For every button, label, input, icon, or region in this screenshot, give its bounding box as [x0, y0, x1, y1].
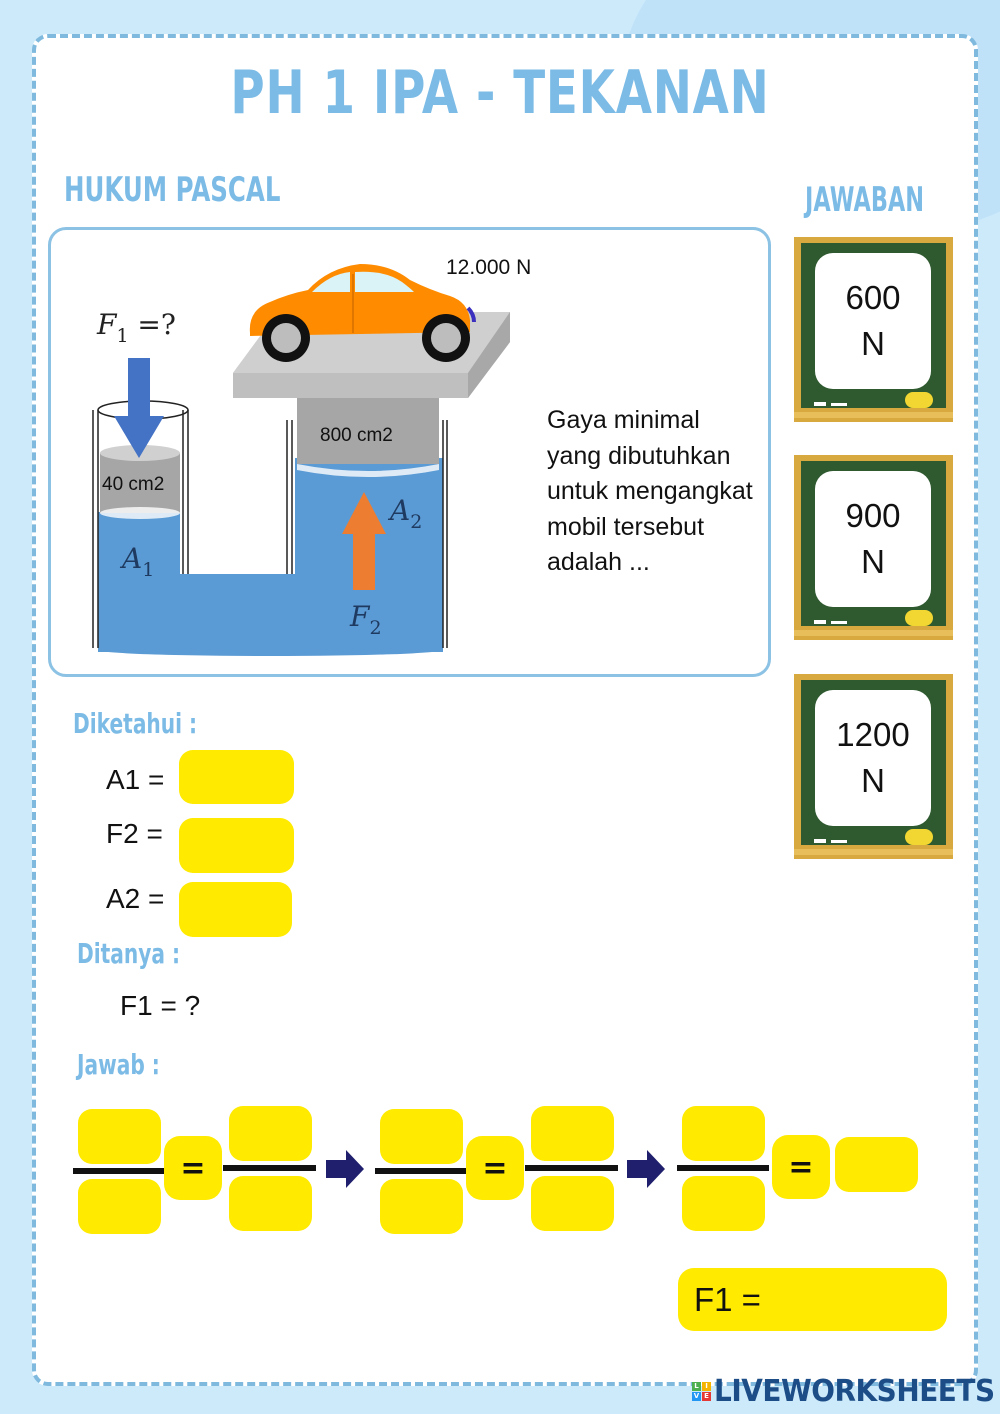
- large-piston-area-label: 800 cm2: [320, 425, 393, 446]
- input-f2[interactable]: [179, 818, 294, 873]
- chalk-icon: [814, 620, 826, 624]
- known-label-a2: A2 =: [106, 883, 165, 914]
- car-weight-label: 12.000 N: [446, 256, 532, 279]
- small-piston: [100, 445, 180, 519]
- answers-heading: JAWABAN: [805, 180, 925, 220]
- car-icon: [249, 264, 476, 362]
- chalk-icon: [831, 403, 847, 406]
- fraction5-denominator-input[interactable]: [682, 1176, 765, 1231]
- chalk-icon: [831, 840, 847, 843]
- eraser-icon: [905, 610, 933, 626]
- known-label-a1: A1 =: [106, 764, 165, 795]
- fraction-bar: [73, 1168, 166, 1174]
- chalkboard-ledge: [794, 630, 953, 636]
- right-arrow-icon: [326, 1150, 364, 1188]
- answer-value: 900: [845, 497, 901, 534]
- fraction1-numerator-input[interactable]: [78, 1109, 161, 1164]
- eraser-icon: [905, 392, 933, 408]
- answer-unit: N: [861, 325, 885, 362]
- fraction5-numerator-input[interactable]: [682, 1106, 765, 1161]
- fraction3-denominator-input[interactable]: [380, 1179, 463, 1234]
- chalkboard-ledge: [794, 412, 953, 418]
- liveworksheets-logo-icon: L I V E: [692, 1382, 711, 1401]
- equals-sign: =: [164, 1136, 222, 1200]
- fraction2-denominator-input[interactable]: [229, 1176, 312, 1231]
- fraction-bar: [375, 1168, 468, 1174]
- final-value-input[interactable]: [835, 1137, 918, 1192]
- small-piston-area-label: 40 cm2: [102, 474, 164, 495]
- right-arrow-icon: [627, 1150, 665, 1188]
- known-label-f2: F2 =: [106, 818, 163, 849]
- fraction-bar: [525, 1165, 618, 1171]
- liveworksheets-brand: L I V E LIVEWORKSHEETS: [692, 1374, 1000, 1409]
- fraction-bar: [223, 1165, 316, 1171]
- up-arrow-icon: [342, 492, 386, 590]
- answer-value: 600: [845, 279, 901, 316]
- a1-label: A1: [119, 542, 154, 581]
- large-piston: [297, 396, 439, 477]
- hydraulic-press-diagram: 40 cm2 800 cm2 F1 =? A1 A2 F2: [92, 264, 510, 656]
- input-a1[interactable]: [179, 750, 294, 804]
- f2-label: F2: [349, 600, 382, 639]
- logo-letter: L: [692, 1382, 701, 1391]
- logo-letter: E: [702, 1392, 711, 1401]
- f1-label: F1 =?: [96, 308, 176, 347]
- fraction4-denominator-input[interactable]: [531, 1176, 614, 1231]
- eraser-icon: [905, 829, 933, 845]
- equals-sign: =: [772, 1135, 830, 1199]
- chalk-icon: [814, 402, 826, 406]
- known-heading: Diketahui :: [73, 707, 198, 740]
- section-heading: HUKUM PASCAL: [64, 170, 281, 210]
- down-arrow-icon: [114, 358, 164, 458]
- logo-letter: V: [692, 1392, 701, 1401]
- fraction1-denominator-input[interactable]: [78, 1179, 161, 1234]
- equals-sign: =: [466, 1136, 524, 1200]
- fraction-bar: [677, 1165, 769, 1171]
- a2-label: A2: [387, 494, 422, 533]
- logo-letter: I: [702, 1382, 711, 1391]
- asked-heading: Ditanya :: [77, 937, 181, 970]
- answer-value: 1200: [836, 716, 910, 753]
- answer-unit: N: [861, 762, 885, 799]
- page-title: PH 1 IPA - TEKANAN: [230, 58, 770, 128]
- f1-result-input[interactable]: F1 =: [678, 1268, 947, 1331]
- asked-text: F1 = ?: [120, 990, 201, 1021]
- fraction3-numerator-input[interactable]: [380, 1109, 463, 1164]
- large-cylinder: [286, 420, 448, 648]
- question-text: Gaya minimal yang dibutuhkan untuk menga…: [547, 406, 753, 576]
- fraction2-numerator-input[interactable]: [229, 1106, 312, 1161]
- fraction4-numerator-input[interactable]: [531, 1106, 614, 1161]
- chalk-icon: [831, 621, 847, 624]
- chalk-icon: [814, 839, 826, 843]
- f1-result-label: F1 =: [694, 1280, 761, 1318]
- brand-name: LIVEWORKSHEETS: [714, 1374, 995, 1409]
- input-a2[interactable]: [179, 882, 292, 937]
- answer-unit: N: [861, 543, 885, 580]
- chalkboard-ledge: [794, 849, 953, 855]
- solution-heading: Jawab :: [77, 1048, 160, 1081]
